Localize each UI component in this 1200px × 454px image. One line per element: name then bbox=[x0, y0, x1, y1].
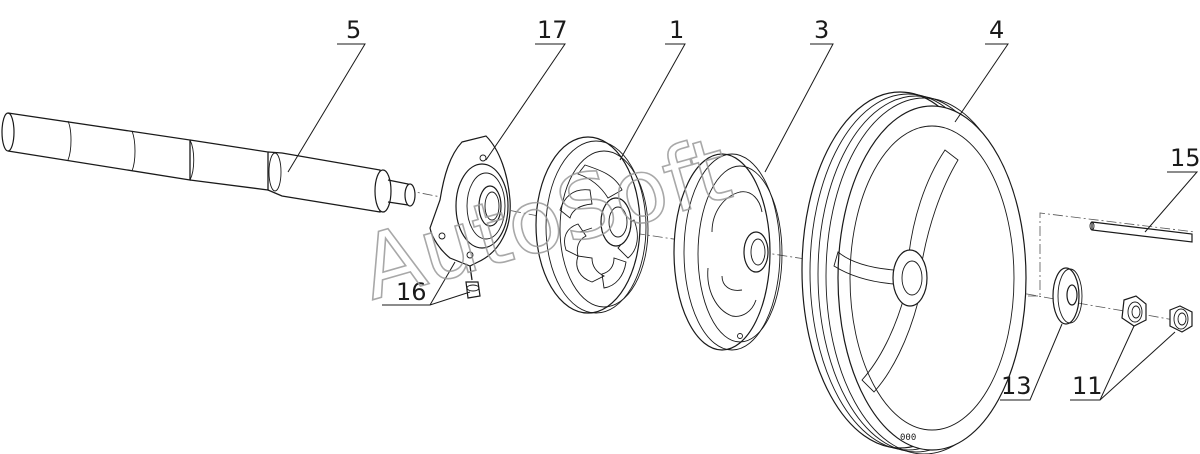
callout-5: 5 bbox=[346, 16, 361, 44]
nuts-part-11 bbox=[1121, 295, 1193, 333]
v-pulley-part-4: 000 bbox=[801, 91, 1027, 454]
shaft-part-5 bbox=[1, 112, 416, 213]
pulley-marking: 000 bbox=[900, 433, 916, 443]
callout-4: 4 bbox=[989, 16, 1004, 44]
key-part-15 bbox=[1089, 221, 1193, 243]
callout-13: 13 bbox=[1001, 372, 1032, 400]
assembly-axis-fasteners bbox=[1059, 299, 1186, 323]
callout-11: 11 bbox=[1072, 372, 1103, 400]
impeller-part-1 bbox=[535, 136, 649, 314]
washer-part-13 bbox=[1052, 267, 1083, 325]
callout-1: 1 bbox=[669, 16, 684, 44]
callout-17: 17 bbox=[537, 16, 568, 44]
leader-lines bbox=[287, 43, 1199, 401]
pulley-part-3 bbox=[673, 153, 783, 351]
callout-3: 3 bbox=[814, 16, 829, 44]
bearing-housing-part-17 bbox=[429, 135, 511, 267]
callout-15: 15 bbox=[1170, 144, 1200, 172]
callout-16: 16 bbox=[396, 278, 427, 306]
callouts: 5 17 1 3 4 15 16 13 11 bbox=[346, 16, 1200, 400]
